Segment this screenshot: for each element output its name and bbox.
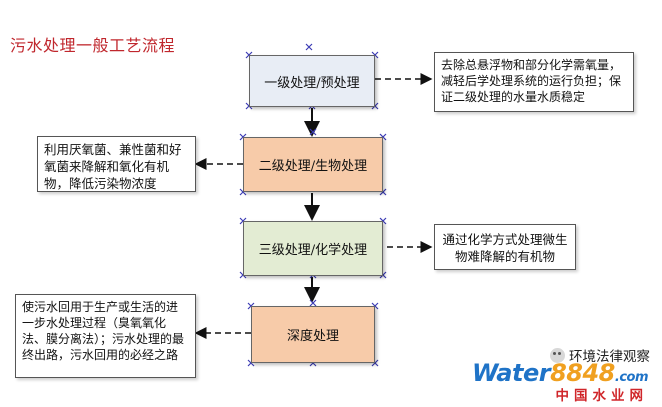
note-secondary: 利用厌氧菌、兼性菌和好氧菌来降解和氧化有机物，降低污染物浓度 — [37, 136, 196, 192]
note-tertiary: 通过化学方式处理微生物难降解的有机物 — [434, 224, 576, 270]
watermark-account: 环境法律观察 — [550, 345, 650, 365]
stage-biological-treatment: 二级处理/生物处理 — [243, 137, 383, 192]
stage-biological-label: 二级处理/生物处理 — [258, 159, 368, 174]
watermark-logo: Water8848.com — [471, 359, 649, 387]
watermark-account-name: 环境法律观察 — [569, 349, 650, 365]
diagram-title: 污水处理一般工艺流程 — [10, 36, 176, 55]
stage-chemical-treatment: 三级处理/化学处理 — [243, 221, 383, 276]
note-advanced: 使污水回用于生产或生活的进一步水处理过程（臭氧氧化法、膜分离法）；污水处理的最终… — [15, 294, 196, 378]
logo-tld: .com — [614, 370, 649, 385]
note-primary: 去除总悬浮物和部分化学需氧量，减轻后学处理系统的运行负担；保证二级处理的水量水质… — [434, 52, 634, 112]
stage-chemical-label: 三级处理/化学处理 — [258, 243, 368, 258]
stage-primary-treatment: 一级处理/预处理 — [249, 55, 375, 107]
logo-number: 8848 — [550, 359, 615, 387]
logo-water: Water — [471, 359, 551, 387]
watermark-site: 中国水业网 — [555, 388, 648, 404]
stage-advanced-label: 深度处理 — [286, 329, 339, 344]
stage-primary-label: 一级处理/预处理 — [264, 75, 360, 91]
stage-advanced-treatment: 深度处理 — [251, 306, 375, 363]
wechat-icon — [550, 347, 565, 363]
